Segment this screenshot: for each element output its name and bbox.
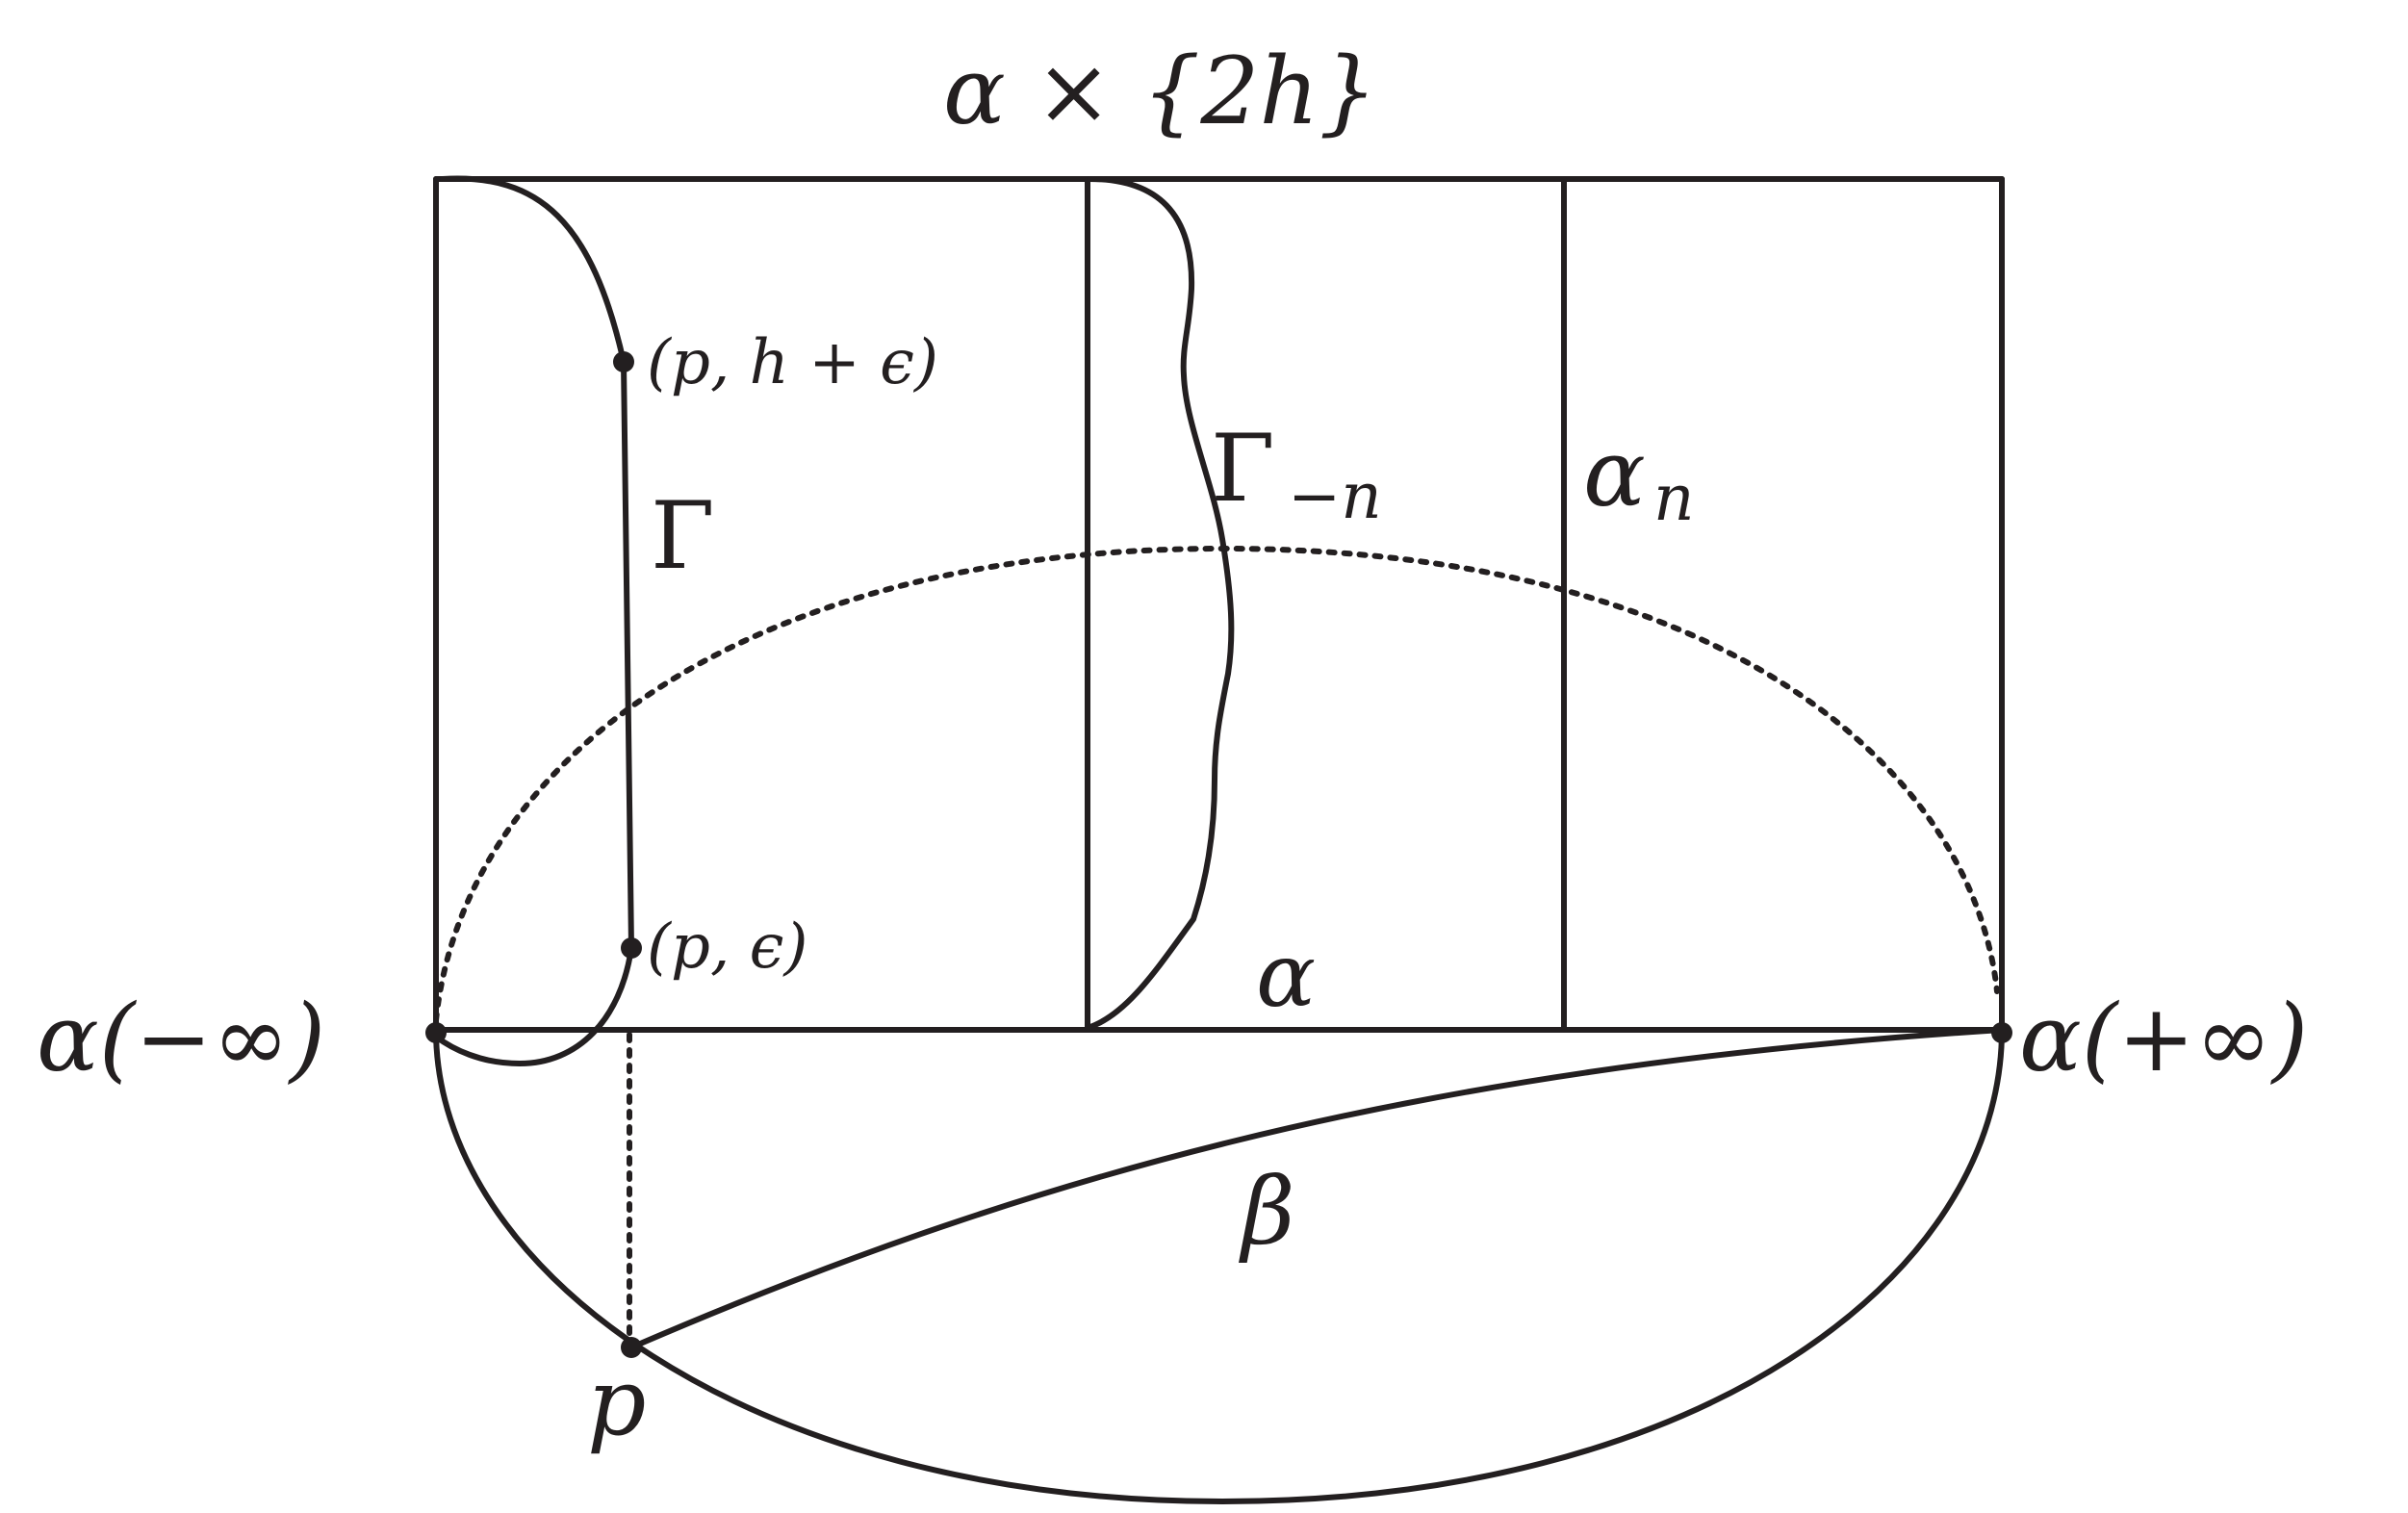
label-alpha: α — [1256, 924, 1316, 1027]
dotted-arc — [433, 545, 2000, 1023]
label-point-upper: (p, h + ϵ) — [647, 327, 938, 398]
label-gamma: Γ — [651, 482, 715, 590]
label-alpha-n: α — [1583, 420, 1646, 527]
beta-curve — [628, 1027, 2005, 1350]
gamma-curve — [433, 175, 634, 1066]
label-alpha-minus-inf: α(−∞) — [37, 985, 325, 1092]
label-gamma-minus-n-sub: −n — [1288, 459, 1382, 533]
label-alpha-plus-inf: α(+∞) — [2019, 985, 2308, 1092]
top-label: α × {2h} — [943, 38, 1377, 145]
point-alpha-minus-inf — [425, 1022, 447, 1043]
point-p-eps — [621, 937, 642, 959]
point-alpha-plus-inf — [1991, 1022, 2012, 1043]
label-alpha-n-sub: n — [1653, 461, 1695, 535]
gamma-minus-n-curve — [1085, 176, 1235, 1031]
label-beta: β — [1239, 1158, 1295, 1266]
label-point-lower: (p, ϵ) — [647, 911, 807, 983]
label-gamma-minus-n: Γ — [1211, 415, 1275, 523]
lower-ellipse — [433, 1027, 2005, 1504]
point-p-h-eps — [613, 351, 634, 372]
point-p — [621, 1337, 642, 1358]
label-p: p — [587, 1348, 646, 1456]
